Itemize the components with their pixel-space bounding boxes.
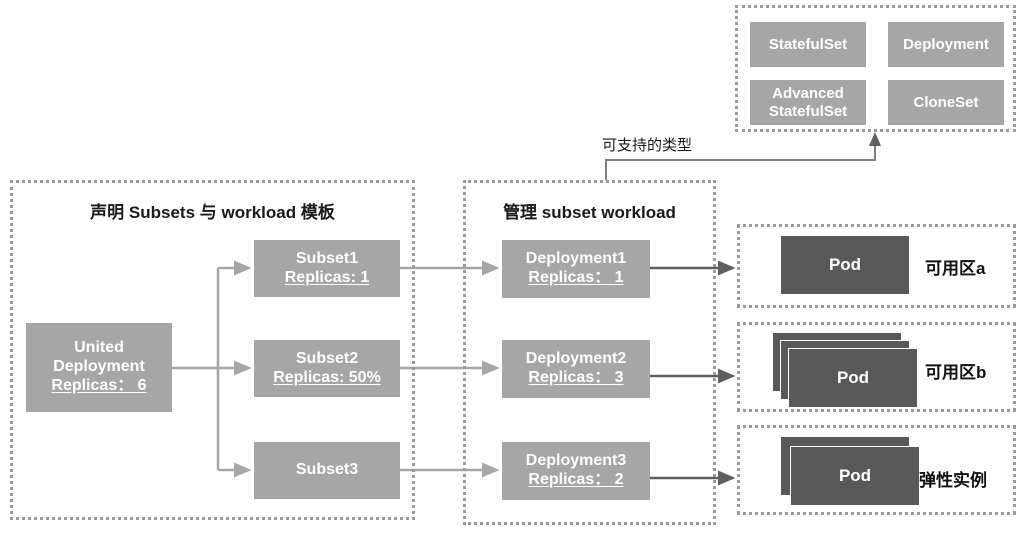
subset3-box[interactable]: Subset3 [254, 442, 400, 499]
declare-subsets-panel-title: 声明 Subsets 与 workload 模板 [90, 203, 335, 222]
subset1-replicas: Replicas: 1 [284, 268, 370, 286]
type-chip-cloneset[interactable]: CloneSet [888, 80, 1004, 125]
pod-box[interactable]: Pod [780, 235, 910, 295]
deployment2-name: Deployment2 [525, 350, 627, 368]
pod-group-zone-a [737, 224, 1016, 308]
deployment3-name: Deployment3 [525, 452, 627, 470]
united-deployment-line2: Deployment [53, 358, 145, 376]
deployment2-box[interactable]: Deployment2 Replicas： 3 [502, 340, 650, 398]
subset2-replicas: Replicas: 50% [273, 368, 381, 386]
pod-label: Pod [836, 368, 870, 387]
united-deployment-line1: United [74, 339, 124, 357]
subset2-name: Subset2 [295, 349, 359, 367]
deployment3-box[interactable]: Deployment3 Replicas： 2 [502, 442, 650, 500]
pod-label: Pod [838, 466, 872, 485]
subset2-box[interactable]: Subset2 Replicas: 50% [254, 340, 400, 397]
united-deployment-replicas: Replicas： 6 [51, 376, 147, 394]
supported-types-annotation: 可支持的类型 [602, 137, 693, 154]
type-chip-label-line1: Advanced [772, 85, 844, 103]
zone-label-b: 可用区b [925, 363, 987, 382]
pod-box[interactable]: Pod [788, 348, 918, 408]
deployment1-replicas: Replicas： 1 [528, 269, 624, 286]
subset3-name: Subset3 [295, 461, 359, 479]
manage-subset-workload-panel-title: 管理 subset workload [503, 203, 676, 222]
declare-subsets-panel [10, 180, 415, 520]
type-chip-deployment[interactable]: Deployment [888, 22, 1004, 67]
pod-stack-zone-a: Pod [780, 235, 912, 297]
type-chip-label: StatefulSet [768, 35, 848, 53]
pod-box[interactable]: Pod [790, 446, 920, 506]
deployment1-box[interactable]: Deployment1 Replicas： 1 [502, 240, 650, 298]
deployment3-replicas: Replicas： 2 [528, 471, 624, 488]
zone-label-a: 可用区a [925, 259, 986, 278]
type-chip-advanced-statefulset[interactable]: Advanced StatefulSet [750, 80, 866, 125]
pod-group-elastic [737, 425, 1016, 515]
united-deployment-box[interactable]: United Deployment Replicas： 6 [26, 323, 172, 412]
subset1-box[interactable]: Subset1 Replicas: 1 [254, 240, 400, 297]
type-chip-label: CloneSet [913, 93, 979, 111]
pod-label: Pod [828, 255, 862, 274]
pod-group-zone-b [737, 322, 1016, 412]
type-chip-statefulset[interactable]: StatefulSet [750, 22, 866, 67]
manage-subset-workload-panel [463, 180, 716, 525]
supported-types-panel [735, 5, 1016, 132]
type-chip-label: Deployment [903, 35, 989, 53]
subset1-name: Subset1 [295, 249, 359, 267]
type-chip-label-line2: StatefulSet [768, 102, 848, 120]
deployment2-replicas: Replicas： 3 [528, 369, 624, 386]
deployment1-name: Deployment1 [525, 250, 627, 268]
pod-stack-elastic: Pod [780, 436, 922, 506]
zone-label-elastic: 弹性实例 [919, 471, 987, 490]
pod-stack-zone-b: Pod [772, 332, 922, 408]
